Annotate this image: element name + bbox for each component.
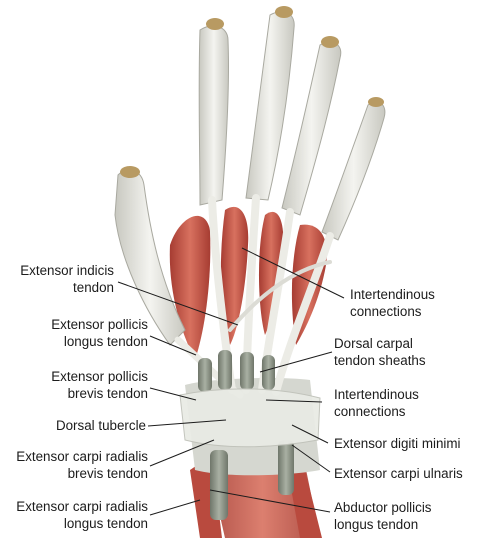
label-line: Intertendinous [350, 287, 435, 302]
label-dorsal-tubercle: Dorsal tubercle [6, 417, 146, 434]
label-line: longus tendon [63, 334, 148, 349]
label-line: Dorsal tubercle [55, 418, 146, 433]
label-line: brevis tendon [67, 466, 148, 481]
label-line: Abductor pollicis [334, 500, 432, 515]
label-line: Dorsal carpal [334, 336, 413, 351]
label-line: longus tendon [334, 517, 419, 532]
label-dorsal-carpal-tendon-sheaths: Dorsal carpal tendon sheaths [334, 335, 478, 369]
label-line: tendon [73, 280, 114, 295]
label-line: Extensor digiti minimi [334, 436, 461, 451]
label-extensor-carpi-radialis-brevis-tendon: Extensor carpi radialis brevis tendon [0, 448, 148, 482]
label-line: connections [334, 404, 406, 419]
extensor-retinaculum [179, 388, 321, 448]
label-line: Extensor pollicis [51, 369, 148, 384]
label-line: Extensor pollicis [51, 317, 148, 332]
label-intertendinous-connections-upper: Intertendinous connections [350, 286, 478, 320]
label-extensor-carpi-ulnaris: Extensor carpi ulnaris [334, 465, 480, 482]
label-line: longus tendon [63, 516, 148, 531]
label-line: Extensor carpi radialis [16, 449, 148, 464]
fingers [114, 6, 386, 346]
label-line: Intertendinous [334, 387, 419, 402]
label-line: Extensor carpi ulnaris [334, 466, 463, 481]
label-line: tendon sheaths [334, 353, 426, 368]
label-extensor-pollicis-brevis-tendon: Extensor pollicis brevis tendon [6, 368, 148, 402]
leader-lines [117, 247, 345, 516]
label-intertendinous-connections-lower: Intertendinous connections [334, 386, 478, 420]
label-line: Extensor indicis [20, 263, 114, 278]
label-line: connections [350, 304, 422, 319]
label-extensor-indicis-tendon: Extensor indicis tendon [6, 262, 114, 296]
label-extensor-digiti-minimi: Extensor digiti minimi [334, 435, 480, 452]
label-extensor-carpi-radialis-longus-tendon: Extensor carpi radialis longus tendon [0, 498, 148, 532]
label-line: Extensor carpi radialis [16, 499, 148, 514]
label-line: brevis tendon [67, 386, 148, 401]
label-abductor-pollicis-longus-tendon: Abductor pollicis longus tendon [334, 499, 478, 533]
tendon-sheaths [198, 350, 275, 392]
label-extensor-pollicis-longus-tendon: Extensor pollicis longus tendon [6, 316, 148, 350]
